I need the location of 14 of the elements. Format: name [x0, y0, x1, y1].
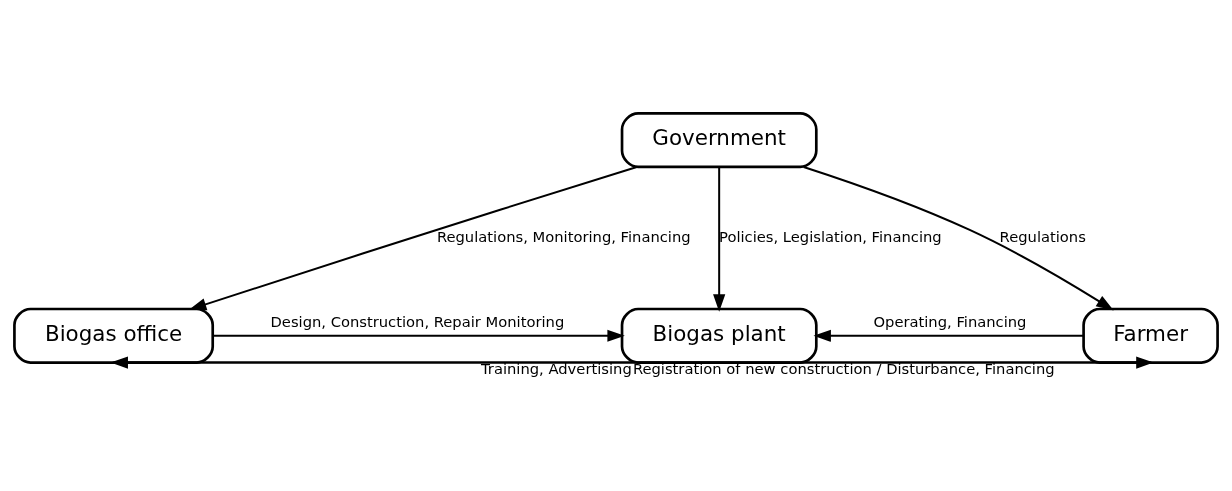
arrow	[212, 329, 625, 342]
node-box: Government	[620, 111, 818, 168]
arrow	[803, 165, 1114, 310]
edge-label: Design, Construction, Repair Monitoring	[270, 312, 565, 330]
edge-label: Policies, Legislation, Financing	[719, 227, 942, 245]
arrow	[813, 329, 1084, 342]
edge-label: Operating, Financing	[873, 312, 1027, 330]
edge-label: Regulations, Monitoring, Financing	[436, 227, 691, 245]
arrow	[713, 166, 726, 312]
node-box: Farmer	[1082, 307, 1219, 364]
arrow	[188, 165, 638, 310]
edge-label: Regulations	[999, 227, 1086, 245]
node-box: Biogas plant	[620, 307, 818, 364]
node-box: Biogas office	[13, 307, 215, 364]
